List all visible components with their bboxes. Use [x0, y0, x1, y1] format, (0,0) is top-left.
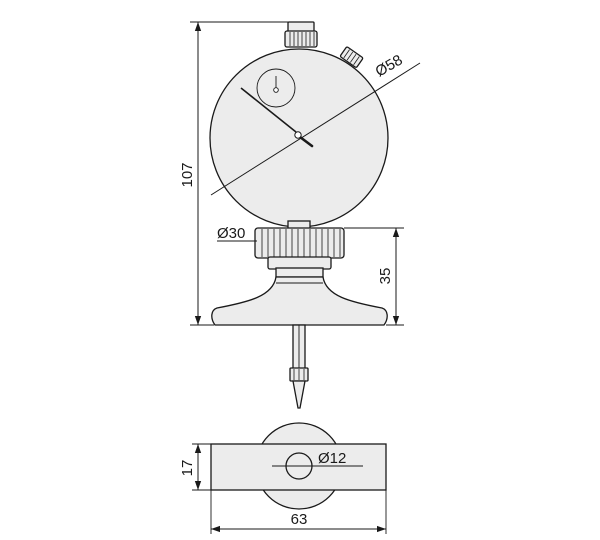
- top-view: Ø12 17 63: [179, 422, 387, 534]
- dial-diameter-label: Ø58: [373, 52, 406, 81]
- stem-diameter-label: Ø12: [318, 450, 346, 467]
- base-thickness-label: 17: [179, 460, 196, 477]
- knurled-collar: [254, 227, 345, 259]
- base-foot: [211, 276, 388, 326]
- lock-screw: [339, 46, 364, 68]
- collar-diameter-label: Ø30: [217, 225, 245, 242]
- overall-height-label: 107: [179, 162, 196, 187]
- base-length-label: 63: [291, 511, 308, 528]
- dim-overall-height: 107: [179, 21, 290, 326]
- dial-pointer: [240, 87, 314, 148]
- base-height-label: 35: [377, 268, 394, 285]
- dial-crown: [284, 21, 318, 48]
- dim-base-height: 35: [344, 227, 404, 326]
- probe-rod: [289, 324, 309, 409]
- dim-base-length: 63: [210, 490, 387, 534]
- front-view: 107 Ø58 Ø30 35: [179, 21, 421, 409]
- dim-stem-diameter: Ø12: [312, 450, 363, 467]
- dial-diameter-leader: [210, 62, 421, 196]
- dim-collar-diameter: Ø30: [217, 225, 257, 242]
- revolution-counter: [256, 68, 296, 108]
- dim-base-thickness: 17: [179, 443, 211, 491]
- collar-neck: [267, 256, 332, 270]
